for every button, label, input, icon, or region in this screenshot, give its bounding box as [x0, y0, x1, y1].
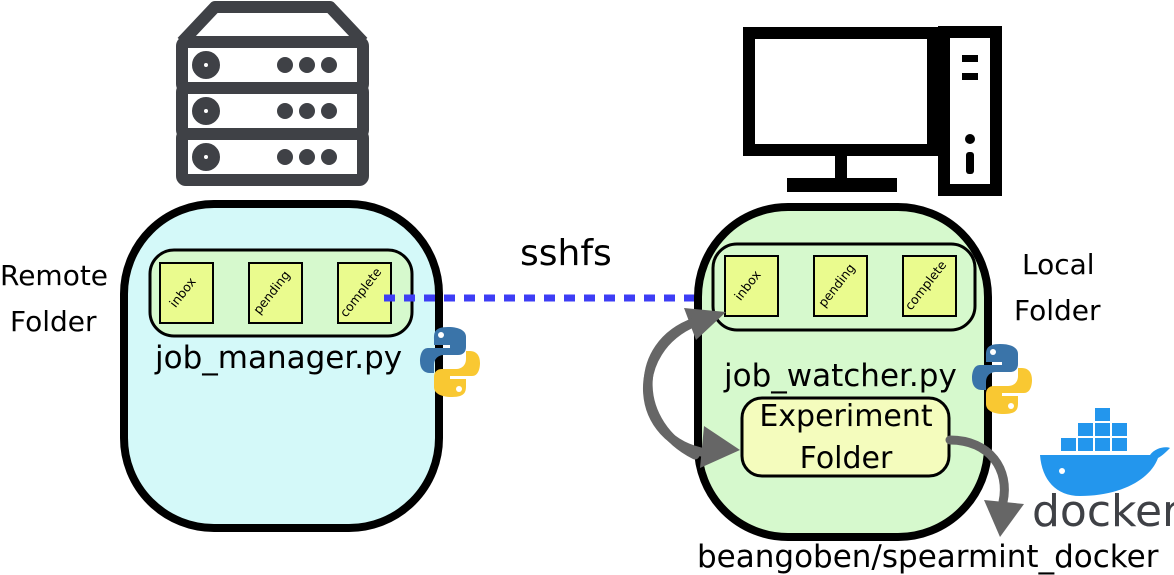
- local-label-line2: Folder: [1014, 294, 1101, 327]
- remote-folder-complete[interactable]: complete: [337, 262, 392, 324]
- experiment-folder-line1: Experiment: [759, 399, 933, 434]
- experiment-folder-line2: Folder: [800, 441, 893, 476]
- local-folder-pending[interactable]: pending: [813, 255, 868, 317]
- docker-arrowhead: [984, 500, 1024, 537]
- remote-script-name: job_manager.py: [154, 340, 402, 376]
- local-label-line1: Local: [1022, 248, 1095, 281]
- server-indicator-dots: [277, 57, 337, 165]
- remote-label-line2: Folder: [10, 305, 97, 338]
- docker-whale-icon: [1040, 408, 1170, 496]
- docker-wordmark: docker: [1032, 486, 1174, 537]
- remote-folder-pending[interactable]: pending: [248, 262, 303, 324]
- python-logo-icon: [972, 344, 1032, 414]
- loop-arrowhead-experiment: [700, 426, 740, 468]
- server-icon: [176, 1, 369, 186]
- remote-folder-inbox[interactable]: inbox: [159, 262, 214, 324]
- local-folder-complete[interactable]: complete: [902, 255, 957, 317]
- loop-arrow-to-experiment: [643, 317, 711, 458]
- sshfs-label: sshfs: [520, 233, 612, 274]
- local-script-name: job_watcher.py: [723, 358, 957, 394]
- remote-label-line1: Remote: [0, 259, 108, 292]
- loop-arrowhead-inbox: [684, 308, 726, 340]
- experiment-folder[interactable]: Experiment Folder: [740, 396, 951, 478]
- docker-image-name: beangoben/spearmint_docker: [697, 539, 1159, 575]
- experiment-to-docker-arrow: [945, 435, 1009, 507]
- python-logo-icon: [420, 327, 480, 397]
- desktop-computer-icon: [743, 26, 1002, 196]
- local-folder-inbox[interactable]: inbox: [724, 255, 779, 317]
